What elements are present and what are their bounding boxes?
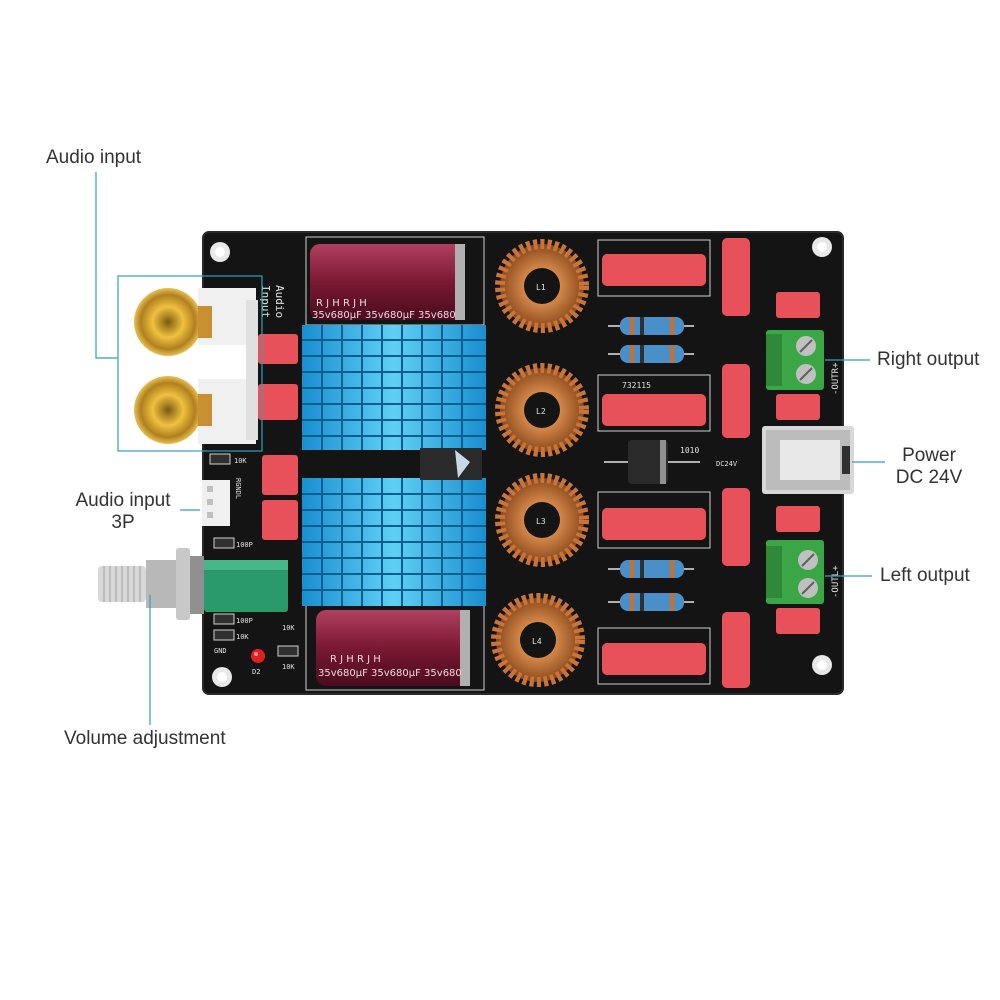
silk-gnd: GND — [214, 647, 227, 655]
film-capacitor — [602, 643, 706, 675]
silk-diode-code: 1010 — [680, 446, 699, 455]
diode: 1010 — [604, 440, 700, 484]
inductor-l2: L2 — [495, 363, 589, 457]
silk-dc24v: DC24V — [716, 460, 738, 468]
film-capacitor — [602, 508, 706, 540]
label-right-output: Right output — [877, 349, 980, 370]
silk-outr: -OUTR+ — [831, 362, 841, 395]
film-capacitor — [258, 384, 298, 420]
electrolytic-capacitor-top: R J H R J H 35v680μF 35v680μF 35v680 — [310, 244, 465, 321]
inductor-l4: L4 — [491, 593, 585, 687]
inductor-l3: L3 — [495, 473, 589, 567]
label-power-line1: Power — [902, 445, 956, 466]
rca-jack-top — [134, 288, 212, 356]
film-capacitor — [602, 254, 706, 286]
silk-10k-a: 10K — [234, 457, 247, 465]
silk-10k-b: 10K — [236, 633, 249, 641]
label-audio-input: Audio input — [46, 147, 142, 168]
silk-l1-top: L1 — [536, 283, 546, 292]
film-capacitor — [776, 506, 820, 532]
smd-capacitor — [213, 537, 235, 549]
smd-resistor — [209, 453, 231, 465]
silk-rgnd: RGNDL — [234, 478, 242, 499]
resistor — [608, 317, 694, 335]
capacitor-bottom-brand: R J H R J H — [330, 654, 381, 665]
heatsink-top — [302, 325, 486, 450]
label-audio-input-3p: Audio input 3P — [58, 490, 188, 534]
label-volume-adjustment: Volume adjustment — [64, 728, 226, 749]
mounting-hole — [212, 667, 232, 687]
capacitor-top-rating: 35v680μF 35v680μF 35v680 — [312, 310, 456, 321]
smd-resistor — [277, 645, 299, 657]
right-output-terminal — [766, 330, 824, 390]
smd-resistor — [213, 629, 235, 641]
electrolytic-capacitor-bottom: R J H R J H 35v680μF 35v680μF 35v680 — [316, 610, 470, 686]
silk-outl: -OUTL+ — [831, 565, 841, 598]
led-indicator — [251, 649, 265, 663]
film-capacitor — [722, 488, 750, 566]
rca-jack-bottom — [134, 376, 212, 444]
heatsink-bottom — [302, 478, 486, 606]
callout-line-audio-input — [95, 172, 118, 359]
silk-10k-d: 10K — [282, 663, 295, 671]
silk-l3: L3 — [536, 517, 546, 526]
audio-input-3p-connector — [202, 480, 230, 526]
mounting-hole — [210, 242, 230, 262]
film-capacitor — [776, 608, 820, 634]
callout-box-audio-input — [117, 275, 263, 452]
resistor — [608, 345, 694, 363]
label-left-output: Left output — [880, 565, 970, 586]
label-power: Power DC 24V — [884, 445, 974, 489]
label-audio-input-3p-line2: 3P — [111, 512, 135, 533]
silk-l2: L2 — [536, 407, 546, 416]
volume-potentiometer — [98, 548, 288, 620]
silk-audio-input-line1: Audio — [273, 285, 286, 318]
label-power-line2: DC 24V — [895, 467, 963, 488]
film-capacitor — [722, 364, 750, 438]
dc-power-jack — [762, 426, 854, 494]
smd-capacitor — [213, 613, 235, 625]
amplifier-chip — [420, 448, 482, 480]
left-output-terminal — [766, 540, 824, 604]
resistor — [608, 560, 694, 578]
silk-chip-code: 732115 — [622, 381, 651, 390]
film-capacitor — [262, 500, 298, 540]
silk-100p-a: 100P — [236, 541, 253, 549]
film-capacitor — [722, 612, 750, 688]
inductor-l1-top: L1 — [495, 239, 589, 333]
film-capacitor — [262, 455, 298, 495]
silk-l4: L4 — [532, 637, 542, 646]
silk-d2: D2 — [252, 668, 260, 676]
silk-audio-input-line2: Input — [259, 285, 272, 318]
callout-lines — [95, 172, 885, 725]
capacitor-top-brand: R J H R J H — [316, 298, 367, 309]
film-capacitor — [602, 394, 706, 426]
film-capacitor — [776, 394, 820, 420]
mounting-hole — [812, 655, 832, 675]
silk-10k-c: 10K — [282, 624, 295, 632]
capacitor-bottom-rating: 35v680μF 35v680μF 35v680 — [318, 668, 462, 679]
label-audio-input-3p-line1: Audio input — [75, 490, 171, 511]
film-capacitor — [776, 292, 820, 318]
mounting-hole — [812, 237, 832, 257]
film-capacitor — [722, 238, 750, 316]
silk-100p-b: 100P — [236, 617, 253, 625]
film-capacitor — [258, 334, 298, 364]
resistor — [608, 593, 694, 611]
